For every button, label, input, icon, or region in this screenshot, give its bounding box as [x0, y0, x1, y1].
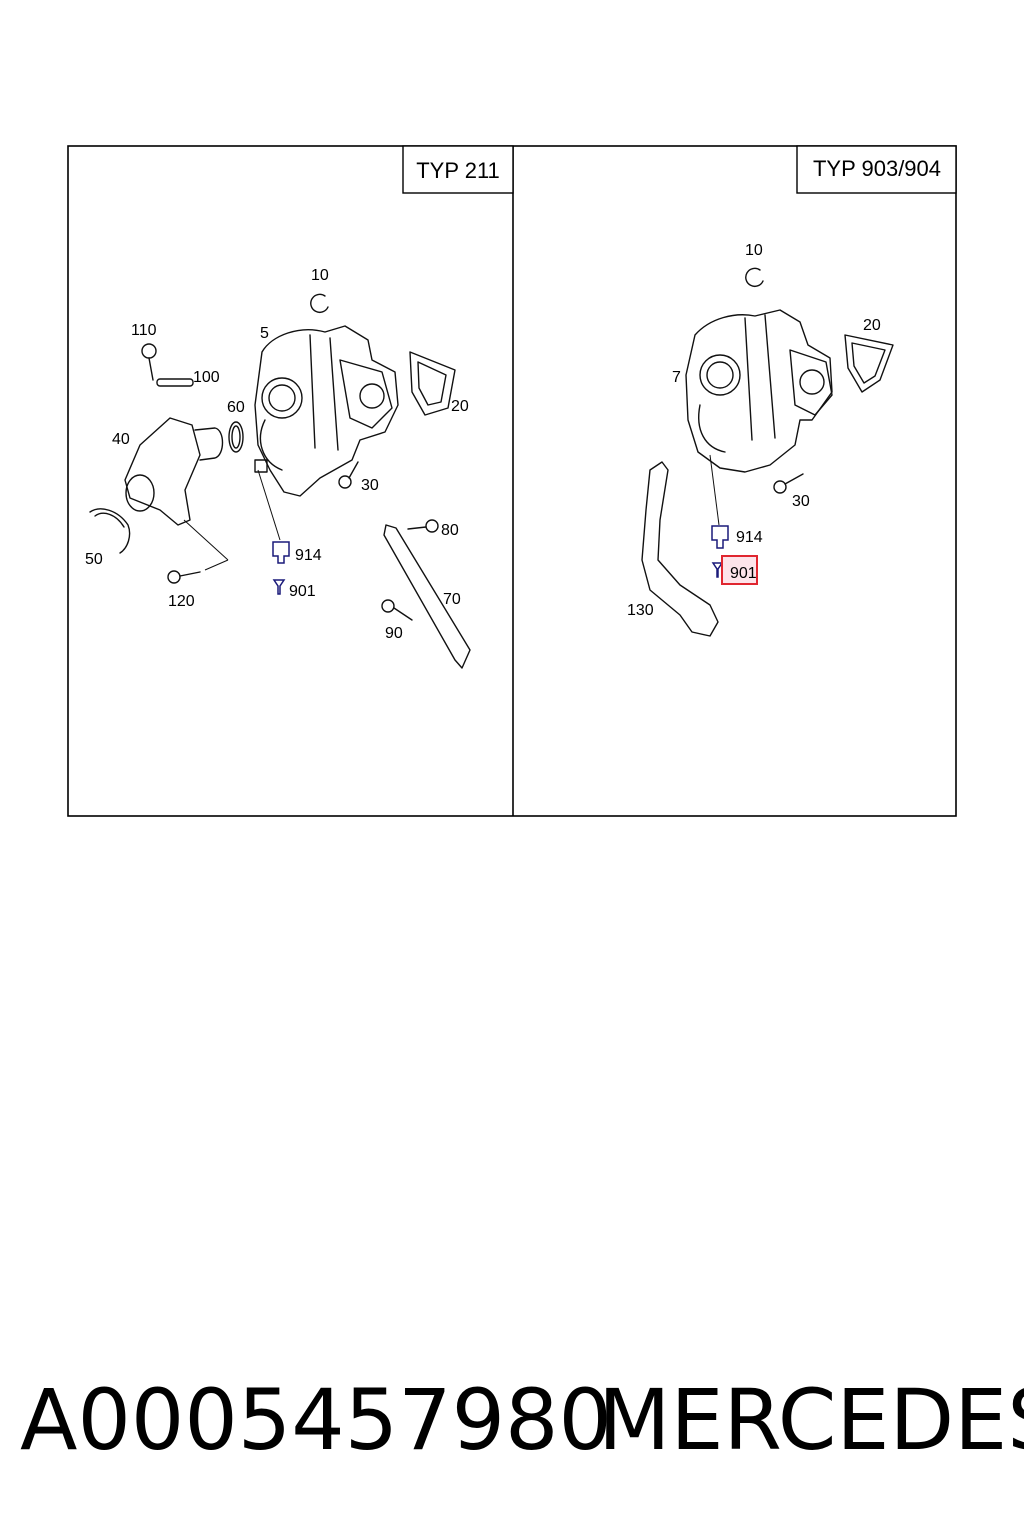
intake-pipe-40: [124, 417, 224, 526]
part-number: A0005457980: [20, 1371, 612, 1469]
callout-914-left: 914: [295, 547, 322, 564]
callout-40: 40: [112, 431, 130, 448]
callout-30-right: 30: [792, 493, 810, 510]
callout-90: 90: [385, 625, 403, 642]
gasket-20-left: [409, 351, 456, 416]
callout-60: 60: [227, 399, 245, 416]
callout-120: 120: [168, 593, 195, 610]
bolt-90: [381, 599, 413, 621]
gasket-20-right: [844, 334, 894, 393]
turbocharger-drawing-left: [254, 325, 399, 497]
callout-10-left: 10: [311, 267, 329, 284]
seal-901-right: [711, 562, 724, 578]
bolt-30-left: [338, 461, 359, 489]
callout-30-left: 30: [361, 477, 379, 494]
callout-100: 100: [193, 369, 220, 386]
panel-2-title: TYP 903/904: [813, 156, 941, 181]
panel-1-title: TYP 211: [416, 158, 500, 183]
callout-20-right: 20: [863, 317, 881, 334]
gasket-100: [156, 378, 194, 387]
panel-1-title-box: TYP 211: [402, 145, 514, 194]
retaining-ring-10-left: [310, 293, 329, 314]
callout-20-left: 20: [451, 398, 469, 415]
bolt-80: [407, 519, 439, 533]
callout-7: 7: [672, 369, 681, 386]
callout-5: 5: [260, 325, 269, 342]
callout-130: 130: [627, 602, 654, 619]
callout-80: 80: [441, 522, 459, 539]
callout-901-right-highlighted: 901: [730, 565, 757, 582]
callout-110: 110: [131, 322, 157, 339]
diagram-frame: [67, 145, 957, 817]
caption-bar: A0005457980 MERCEDES: [0, 1365, 1024, 1475]
bolt-110: [141, 343, 157, 381]
brand-name: MERCEDES: [598, 1371, 1024, 1469]
callout-10-right: 10: [745, 242, 763, 259]
fitting-914-right: [709, 454, 729, 549]
clamp-50: [89, 508, 131, 554]
seal-901-left: [272, 579, 286, 595]
retaining-ring-10-right: [745, 267, 764, 288]
callout-50: 50: [85, 551, 103, 568]
o-ring-60: [228, 421, 244, 453]
highlight-box-901[interactable]: [721, 555, 758, 585]
parts-diagram: TYP 211 TYP 903/904: [67, 145, 957, 817]
panel-2-title-box: TYP 903/904: [796, 145, 957, 194]
turbocharger-drawing-right: [685, 309, 833, 473]
bolt-30-right: [773, 473, 804, 494]
fitting-914-left: [257, 469, 290, 564]
bracket-70: [383, 524, 471, 669]
callout-901-left: 901: [289, 583, 316, 600]
bolt-120: [167, 519, 229, 584]
callout-70: 70: [443, 591, 461, 608]
callout-914-right: 914: [736, 529, 763, 546]
bracket-130: [641, 461, 719, 637]
